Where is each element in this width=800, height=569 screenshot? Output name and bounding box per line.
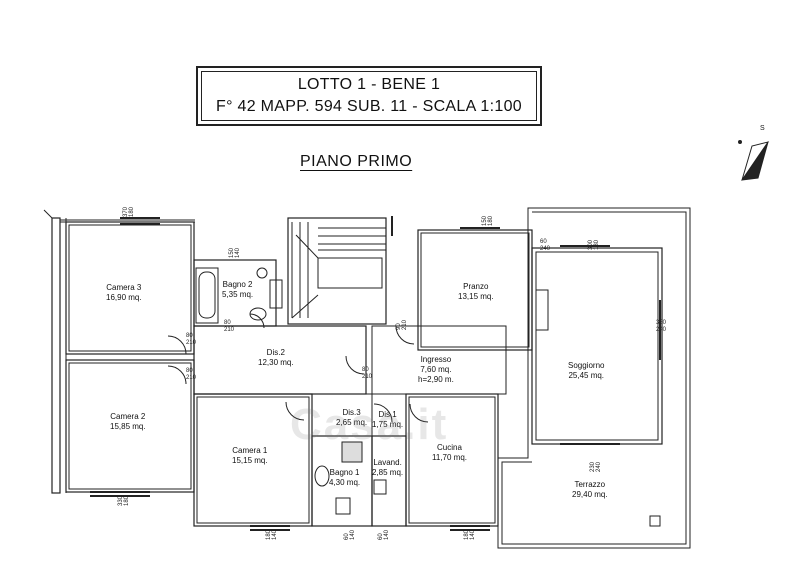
room-dis-1: Dis.1 1,75 mq. (372, 410, 403, 430)
room-dis-2: Dis.2 12,30 mq. (258, 348, 294, 368)
room-area: 1,75 mq. (372, 420, 404, 429)
floor-label: PIANO PRIMO (300, 153, 413, 170)
title-line-1: LOTTO 1 - BENE 1 (297, 76, 441, 93)
room-camera-3: Camera 3 16,90 mq. (106, 283, 142, 303)
room-cucina: Cucina 11,70 mq. (432, 443, 467, 463)
room-pranzo: Pranzo 13,15 mq. (458, 282, 494, 302)
room-name: Ingresso (420, 355, 452, 364)
room-area: 15,85 mq. (110, 422, 146, 431)
room-area: 13,15 mq. (458, 292, 494, 301)
room-area: 4,30 mq. (329, 478, 361, 487)
room-area: 5,35 mq. (222, 290, 254, 299)
room-terrazzo: Terrazzo 29,40 mq. (572, 480, 608, 500)
room-area: 2,85 mq. (372, 468, 404, 477)
room-area: 15,15 mq. (232, 456, 268, 465)
room-name: Camera 1 (232, 446, 268, 455)
room-dis-3: Dis.3 2,65 mq. (336, 408, 367, 428)
room-name: Dis.3 (342, 408, 361, 417)
room-area: 12,30 mq. (258, 358, 294, 367)
compass-letter: S (760, 125, 765, 132)
room-area: 25,45 mq. (568, 371, 605, 380)
room-area: 29,40 mq. (572, 490, 608, 499)
room-height: h=2,90 m. (418, 375, 454, 384)
room-name: Camera 2 (110, 412, 146, 421)
room-bagno-2: Bagno 2 5,35 mq. (222, 280, 253, 300)
room-name: Terrazzo (574, 480, 606, 489)
room-name: Lavand. (373, 458, 402, 467)
title-line-2: F° 42 MAPP. 594 SUB. 11 - SCALA 1:100 (216, 98, 522, 115)
room-bagno-1: Bagno 1 4,30 mq. (329, 468, 360, 488)
room-soggiorno: Soggiorno 25,45 mq. (568, 361, 604, 381)
watermark: Casa.it (290, 400, 449, 449)
room-area: 11,70 mq. (432, 453, 467, 462)
room-name: Soggiorno (568, 361, 605, 370)
compass-icon (738, 140, 770, 181)
room-name: Cucina (437, 443, 462, 452)
room-area: 7,60 mq. (420, 365, 452, 374)
room-name: Camera 3 (106, 283, 142, 292)
room-name: Pranzo (463, 282, 489, 291)
room-name: Dis.1 (378, 410, 397, 419)
room-camera-1: Camera 1 15,15 mq. (232, 446, 268, 466)
room-lavanderia: Lavand. 2,85 mq. (372, 458, 403, 478)
room-name: Dis.2 (266, 348, 285, 357)
room-name: Bagno 2 (222, 280, 253, 289)
title-block: LOTTO 1 - BENE 1 F° 42 MAPP. 594 SUB. 11… (196, 66, 542, 126)
room-camera-2: Camera 2 15,85 mq. (110, 412, 146, 432)
room-name: Bagno 1 (329, 468, 360, 477)
room-area: 16,90 mq. (106, 293, 142, 302)
room-ingresso: Ingresso 7,60 mq. h=2,90 m. (418, 355, 454, 385)
room-area: 2,65 mq. (336, 418, 368, 427)
